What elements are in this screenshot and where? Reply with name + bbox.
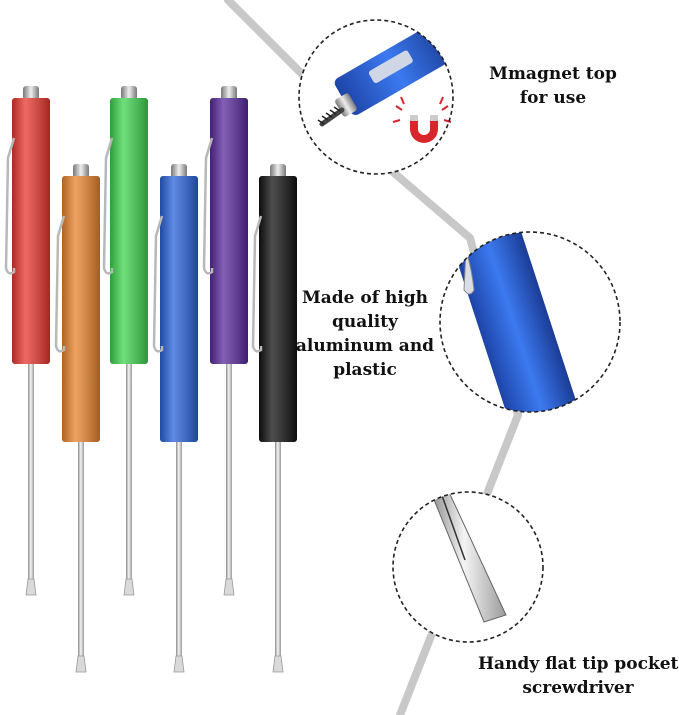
- material-caption-line: Made of high: [301, 288, 429, 308]
- flat-tip: [272, 655, 284, 673]
- flat-tip: [223, 578, 235, 596]
- screwdriver-black: [251, 164, 297, 673]
- shaft: [28, 364, 34, 581]
- material-caption-line: plastic: [333, 360, 397, 380]
- screwdriver-blue: [152, 164, 198, 673]
- flat-tip-detail-circle: [392, 491, 544, 643]
- handle-shading: [160, 176, 198, 442]
- magnet-cap: [73, 164, 89, 178]
- handle-shading: [12, 98, 50, 364]
- magnet-caption: Mmagnet top for use: [478, 62, 628, 110]
- material-detail-circle: [439, 231, 621, 413]
- magnet-cap: [171, 164, 187, 178]
- magnet-cap: [270, 164, 286, 178]
- connector-line: [224, 0, 522, 715]
- magnet-cap: [23, 86, 39, 100]
- material-caption-line: quality: [332, 312, 398, 332]
- flat-tip-closeup: [429, 492, 507, 623]
- flat-tip-caption-line: Handy flat tip pocket: [478, 654, 679, 674]
- material-caption: Made of high quality aluminum and plasti…: [290, 286, 440, 382]
- shaft: [226, 364, 232, 581]
- flat-tip-caption-line: screwdriver: [522, 678, 634, 698]
- handle-shading: [259, 176, 297, 442]
- flat-tip: [75, 655, 87, 673]
- pocket-clip: [152, 215, 164, 353]
- pocket-clip: [251, 215, 263, 353]
- shaft: [275, 442, 281, 658]
- magnet-cap: [221, 86, 237, 100]
- flat-tip-caption: Handy flat tip pocket screwdriver: [478, 652, 678, 700]
- screwdriver-red: [4, 86, 50, 596]
- shaft: [176, 442, 182, 658]
- magnet-detail-circle: [298, 19, 454, 175]
- pocket-clip: [4, 137, 16, 275]
- pocket-clip: [102, 137, 114, 275]
- screwdriver-set: [4, 86, 297, 673]
- flat-tip: [25, 578, 37, 596]
- shaft: [78, 442, 84, 658]
- pocket-clip-closeup: [463, 249, 475, 295]
- pocket-clip: [54, 215, 66, 353]
- magnet-icon: [392, 96, 452, 143]
- pocket-clip-closeup: [368, 50, 413, 83]
- material-caption-line: aluminum and: [295, 336, 435, 356]
- magnet-caption-line: Mmagnet top: [489, 64, 617, 84]
- handle-shading: [110, 98, 148, 364]
- screwdriver-green: [102, 86, 148, 596]
- flat-tip: [123, 578, 135, 596]
- shaft: [126, 364, 132, 581]
- magnet-cap: [121, 86, 137, 100]
- handle-shading: [210, 98, 248, 364]
- pocket-clip: [202, 137, 214, 275]
- screwdriver-purple: [202, 86, 248, 596]
- handle-shading: [62, 176, 100, 442]
- blue-handle-closeup: [444, 232, 582, 412]
- flat-tip: [173, 655, 185, 673]
- screwdriver-orange: [54, 164, 100, 673]
- magnet-caption-line: for use: [519, 88, 587, 108]
